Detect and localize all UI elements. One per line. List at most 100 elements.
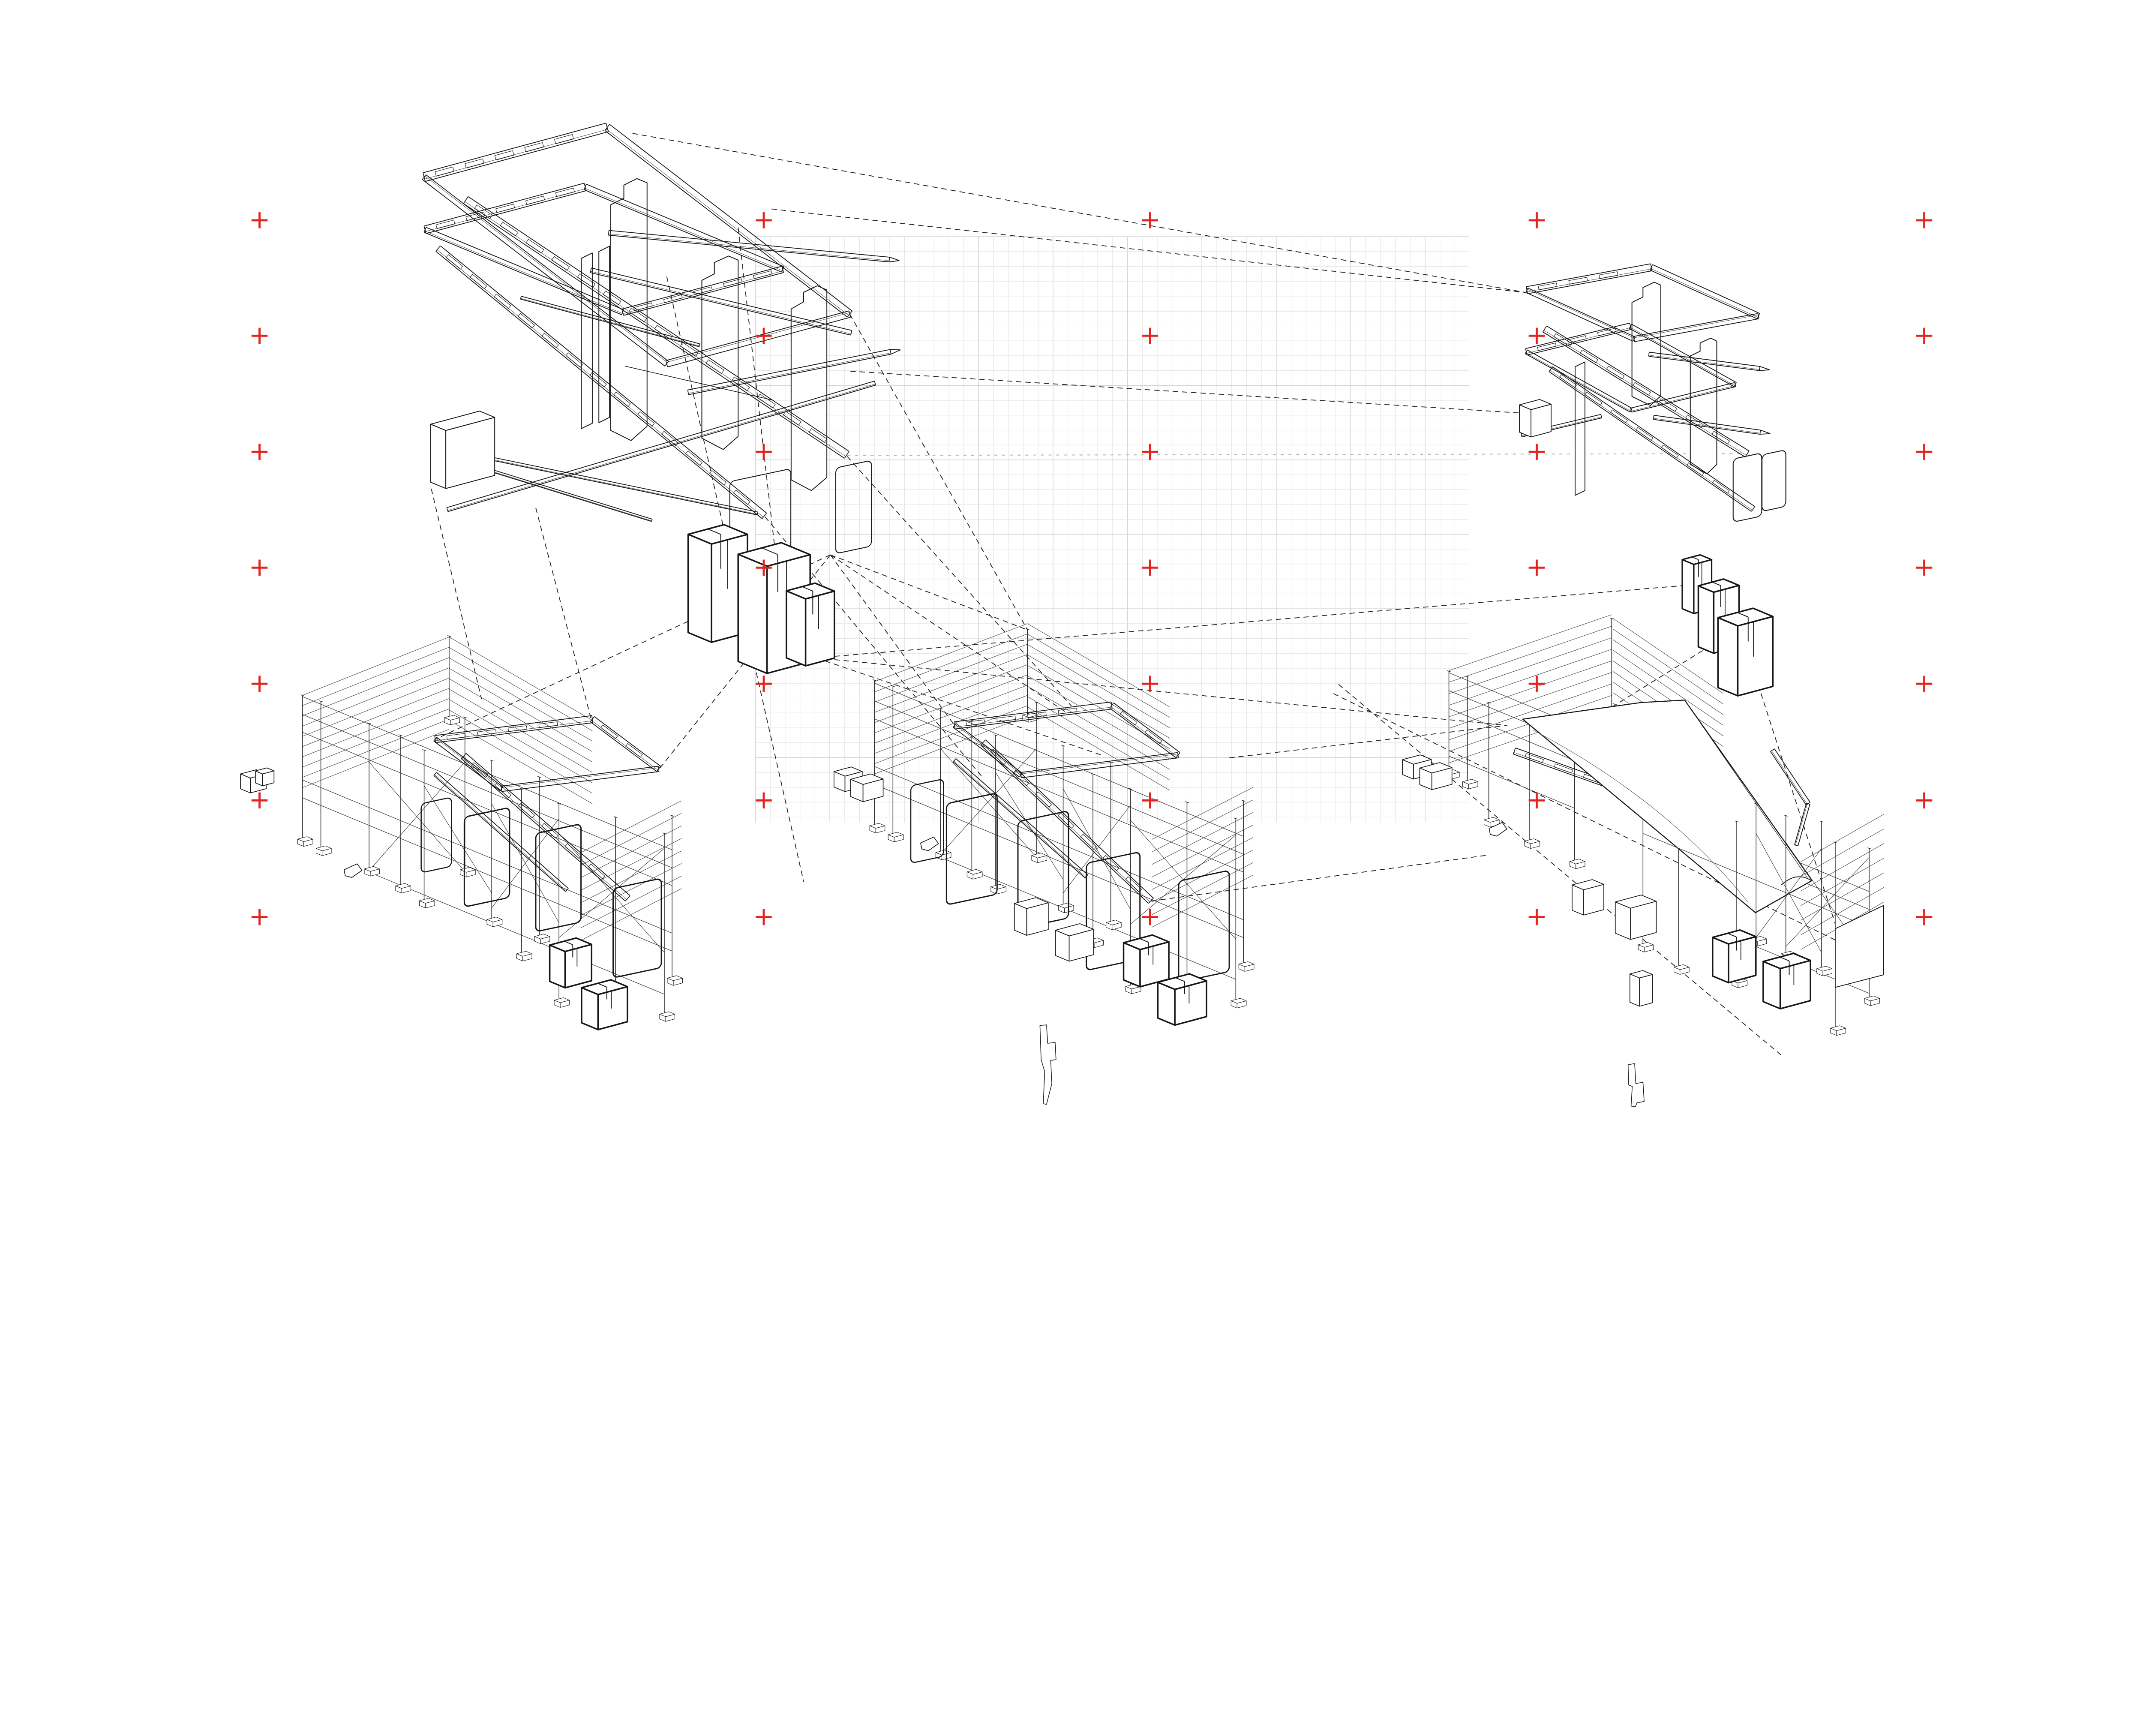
scaffold-rail-line: [874, 700, 1244, 855]
stepped-box: [549, 937, 593, 952]
rail-cap: [625, 895, 630, 901]
rail-flange: [584, 188, 783, 271]
slotted-rail: [440, 245, 767, 514]
post-tip: [1819, 820, 1824, 823]
rail-cap: [590, 716, 595, 722]
slotted-rail: [435, 251, 762, 519]
projection-line: [1338, 684, 1782, 1056]
arrow-tip: [1760, 429, 1771, 434]
registration-cross: [756, 444, 772, 460]
rail-slot: [500, 222, 519, 236]
rail-flange: [425, 176, 668, 363]
plain-rail: [1650, 270, 1758, 319]
fragment-box: [1572, 884, 1584, 916]
frame-axon-top-right: [1519, 263, 1786, 697]
hatch-edge: [302, 729, 450, 788]
slotted-rail: [1543, 331, 1746, 457]
rail-slot: [554, 134, 574, 144]
projection-lines: [431, 133, 1837, 1056]
rail-slot: [465, 212, 485, 221]
stepped-box: [1712, 929, 1757, 945]
rail-flange: [434, 774, 567, 891]
rail-slot: [524, 142, 544, 152]
slotted-rail: [1527, 270, 1652, 294]
rail-flange: [425, 188, 586, 232]
hatch-line: [1449, 637, 1612, 694]
vertical-slab: [610, 178, 648, 441]
post-tip: [1735, 820, 1739, 823]
post-foot: [444, 715, 460, 721]
rail-slot: [1711, 431, 1730, 445]
scaffold-rail-line: [1449, 756, 1575, 808]
post-tip: [463, 716, 467, 718]
hatch-line: [580, 876, 682, 928]
plain-rail: [586, 183, 784, 267]
rail-slot: [1080, 834, 1097, 850]
plain-rail: [447, 381, 875, 508]
post-tip: [872, 679, 876, 681]
rail-slot: [477, 729, 497, 736]
stepped-box: [1762, 952, 1811, 970]
arrow-tip: [889, 257, 900, 261]
rail-slot: [1012, 770, 1029, 786]
plain-rail: [1021, 757, 1179, 778]
rail-slot: [1568, 277, 1588, 285]
rail-slot: [996, 715, 1016, 722]
registration-cross: [756, 559, 772, 576]
registration-cross: [1142, 792, 1159, 809]
rail-cap: [1794, 844, 1798, 847]
scaffold-axon-bottom-left: [240, 635, 683, 1030]
brace-line: [1063, 805, 1131, 893]
hatch-edge: [302, 637, 450, 696]
plain-rail: [1631, 324, 1737, 383]
registration-cross: [1142, 212, 1159, 228]
rail-slot: [1687, 462, 1704, 476]
rail-cap: [664, 361, 669, 366]
rail-flange: [954, 707, 1112, 727]
hatch-line: [874, 634, 1028, 692]
rail-cap: [1629, 323, 1632, 330]
rail-cap: [844, 451, 849, 459]
rail-slot: [541, 823, 558, 839]
arrow-beam: [1648, 356, 1760, 371]
post-foot: [1106, 919, 1122, 925]
brace-line: [1786, 857, 1870, 947]
step-line: [1139, 938, 1149, 943]
hatch-line: [1801, 843, 1885, 892]
panel-outline: [945, 793, 998, 905]
scaffold-rail-line: [369, 872, 665, 995]
rail-cap: [1751, 506, 1755, 512]
rail-slot: [1120, 711, 1138, 726]
rail-cap: [461, 753, 467, 759]
fragment-sliver: [1627, 1063, 1645, 1107]
rail-slot: [508, 725, 527, 732]
hatch-edge: [1152, 787, 1253, 840]
fragment-box: [1014, 903, 1027, 936]
hatch-line: [449, 689, 593, 773]
hatch-line: [1152, 862, 1253, 915]
post-foot: [888, 832, 904, 838]
rail-cap: [423, 226, 426, 234]
rail-slot: [613, 391, 631, 407]
rail-slot: [577, 273, 596, 288]
step-line: [1727, 933, 1737, 937]
arrow-beam: [1653, 419, 1760, 435]
step-line: [802, 586, 813, 592]
post-foot: [869, 823, 885, 829]
rail-flange: [520, 298, 699, 346]
rail-flange: [1631, 385, 1736, 411]
stepped-box: [1697, 578, 1740, 593]
post-foot: [1638, 942, 1654, 948]
rail-cap: [1633, 336, 1636, 342]
rail-flange: [490, 470, 652, 521]
rail-cap: [980, 739, 986, 745]
slotted-rail: [1113, 702, 1180, 753]
projection-line: [816, 657, 1507, 726]
projection-line: [431, 489, 482, 700]
drawing-sheet: [240, 123, 1933, 1107]
step-line: [1780, 956, 1789, 961]
post-tip: [1465, 676, 1469, 678]
hatch-line: [449, 699, 593, 783]
step-line: [708, 529, 721, 535]
registration-cross: [756, 327, 772, 344]
